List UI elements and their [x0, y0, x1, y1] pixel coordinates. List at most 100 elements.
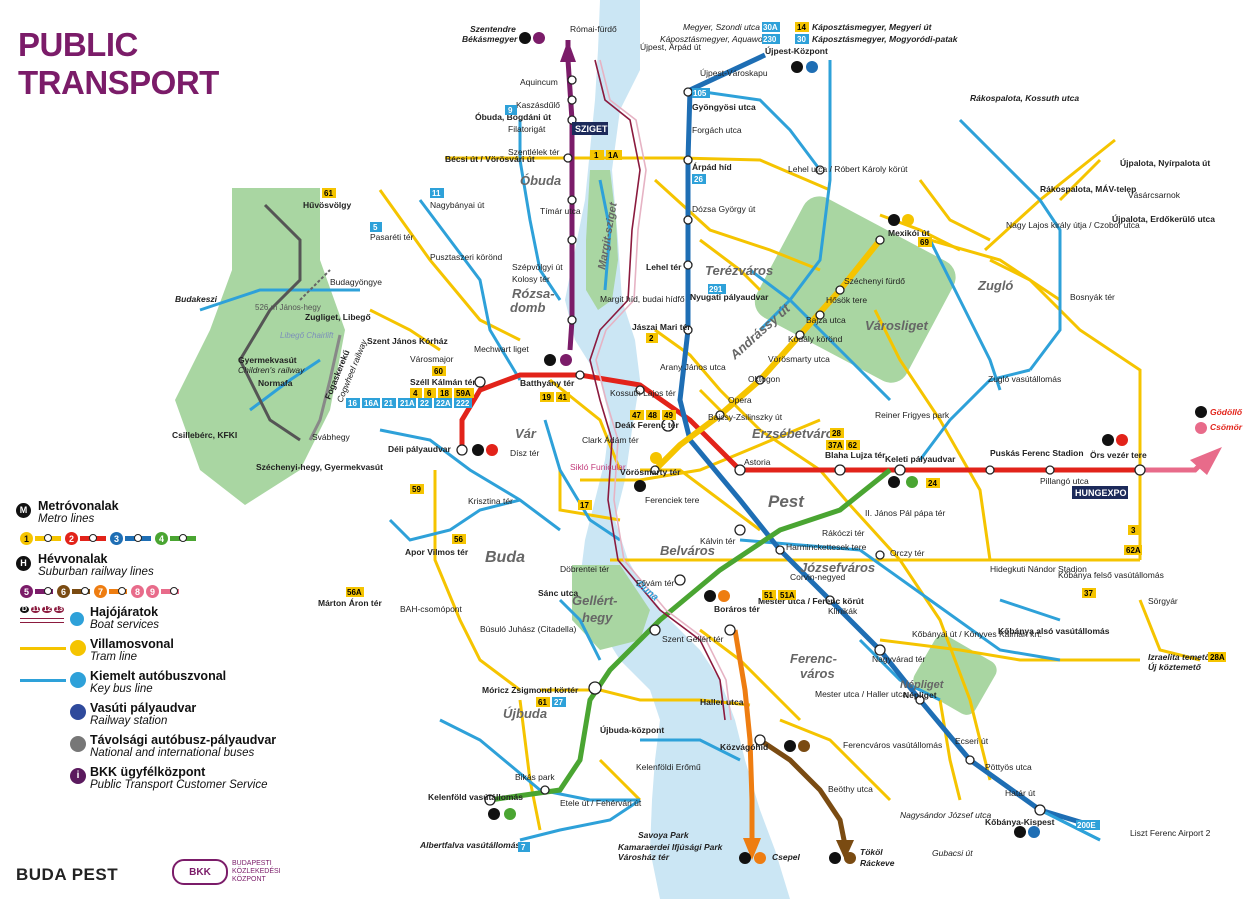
label-gyermekvasut: Gyermekvasút: [238, 355, 297, 365]
svg-text:60: 60: [434, 367, 443, 376]
label-moricz: Móricz Zsigmond körtér: [482, 685, 579, 695]
label-krisztina: Krisztina tér: [468, 496, 513, 506]
label-szechenyi-hegy: Széchenyi-hegy, Gyermekvasút: [256, 462, 383, 472]
label-ujpest-arpad: Újpest, Árpád út: [640, 42, 702, 52]
label-lehel-utca: Lehel utca / Róbert Károly körút: [788, 164, 908, 174]
label-bekasmegyer: Békásmegyer: [462, 34, 518, 44]
tag-49: 49: [662, 410, 676, 420]
tag-9: 9: [505, 105, 517, 115]
tag-56a: 56A: [346, 587, 364, 597]
hev-chip-6: 6: [57, 585, 90, 598]
coach-station-icon: [70, 736, 86, 752]
svg-text:4: 4: [413, 389, 418, 398]
label-klinikak: Klinikák: [828, 606, 858, 616]
svg-text:30: 30: [797, 35, 806, 44]
label-vorosmarty-ter: Vörösmarty tér: [620, 467, 681, 477]
bkk-text-3: KÖZPONT: [232, 876, 266, 883]
tag-16: 16: [346, 398, 360, 408]
svg-text:37A: 37A: [828, 441, 843, 450]
legend-bus-subtitle: Key bus line: [90, 683, 153, 695]
hev-line-6[interactable]: [758, 737, 848, 846]
tag-105: 105: [692, 88, 710, 98]
childrens-railway: [238, 203, 302, 442]
metro-line-2[interactable]: [459, 372, 1195, 473]
label-arpad-hid: Árpád híd: [692, 162, 732, 172]
district-ferencvaros-2: város: [800, 666, 835, 681]
svg-text:16: 16: [348, 399, 357, 408]
district-jozsefvaros: Józsefváros: [800, 560, 875, 575]
tag-21: 21: [382, 398, 396, 408]
label-kobanya-felso: Kőbánya felső vasútállomás: [1058, 570, 1164, 580]
label-mexikoi: Mexikói út: [888, 228, 930, 238]
svg-text:27: 27: [554, 698, 563, 707]
hev-8-9-extension: [1140, 453, 1212, 473]
svg-text:21: 21: [384, 399, 393, 408]
metro-line-4[interactable]: [489, 468, 892, 803]
label-csilleberc: Csillebérc, KFKI: [172, 430, 237, 440]
tag-26: 26: [692, 174, 706, 184]
district-varosliget: Városliget: [865, 318, 929, 333]
svg-text:18: 18: [440, 389, 449, 398]
metro-chip-3: 3: [110, 532, 151, 545]
label-dobrentei: Döbrentei tér: [560, 564, 609, 574]
label-forgach: Forgách utca: [692, 125, 742, 135]
tag-61b: 61: [322, 188, 336, 198]
svg-text:230: 230: [763, 35, 777, 44]
tag-5: 5: [370, 222, 382, 232]
label-kaposzt-megyeri: Káposztásmegyer, Megyeri út: [812, 22, 933, 32]
hev5-arrow: [560, 40, 576, 62]
tag-28: 28: [830, 428, 844, 438]
svg-text:291: 291: [709, 285, 723, 294]
label-vasarcsarnok: Vásárcsarnok: [1128, 190, 1181, 200]
tag-56: 56: [452, 534, 466, 544]
boat-codes: D 11 12 13: [20, 606, 64, 613]
hev-icon: H: [16, 556, 31, 571]
label-ii-janos: II. János Pál pápa tér: [865, 508, 945, 518]
label-kobanyai-ut: Kőbányai út / Könyves Kálmán krt.: [912, 629, 1042, 639]
label-puszta: Pusztaszeri körönd: [430, 252, 503, 262]
label-boraros: Boráros tér: [714, 604, 761, 614]
bkk-text: BUDAPESTI KÖZLEKEDÉSI KÖZPONT: [232, 860, 281, 884]
tag-37: 37: [1082, 588, 1096, 598]
label-clark: Clark Ádám tér: [582, 435, 639, 445]
svg-text:30A: 30A: [763, 23, 778, 32]
label-deak: Deák Ferenc tér: [615, 420, 679, 430]
hev-line-7[interactable]: [732, 629, 755, 840]
svg-text:22A: 22A: [436, 399, 451, 408]
label-gyermek-en: Children's railway: [238, 365, 305, 375]
bus-line-icon: [20, 679, 66, 682]
label-izraelita: Izraelita temető: [1148, 652, 1211, 662]
gellert-park: [572, 565, 650, 650]
label-dozsa: Dózsa György út: [692, 204, 756, 214]
tag-17: 17: [578, 500, 592, 510]
label-zuglo-vasut: Zugló vasútállomás: [988, 374, 1061, 384]
tag-21a: 21A: [398, 398, 416, 408]
tag-1: 1: [590, 150, 604, 160]
boat-route[interactable]: [589, 59, 726, 721]
svg-text:5: 5: [373, 223, 378, 232]
tag-11: 11: [430, 188, 444, 198]
district-nepliget: Népliget: [900, 679, 945, 691]
label-huvosvolgy: Hűvösvölgy: [303, 200, 351, 210]
label-szepvolgyi: Szépvölgyi út: [512, 262, 563, 272]
label-apor: Apor Vilmos tér: [405, 547, 469, 557]
legend-rail-subtitle: Railway station: [90, 715, 168, 727]
station-markers[interactable]: [456, 75, 1146, 816]
label-kobanya-also: Kőbánya alsó vasútállomás: [998, 626, 1110, 636]
label-mester-haller: Mester utca / Haller utca: [815, 689, 907, 699]
svg-text:51A: 51A: [780, 591, 795, 600]
label-bajcsy: Bajcsy-Zsilinszky út: [708, 412, 783, 422]
metro-line-3[interactable]: [677, 52, 1091, 828]
label-rakospalota-mav: Rákospalota, MÁV-telep: [1040, 184, 1136, 194]
tag-16a: 16A: [362, 398, 380, 408]
svg-text:56: 56: [454, 535, 463, 544]
tag-62a: 62A: [1124, 545, 1142, 555]
svg-text:56A: 56A: [347, 588, 362, 597]
label-budagyongye: Budagyöngye: [330, 277, 382, 287]
svg-text:24: 24: [928, 479, 937, 488]
svg-text:59: 59: [412, 485, 421, 494]
